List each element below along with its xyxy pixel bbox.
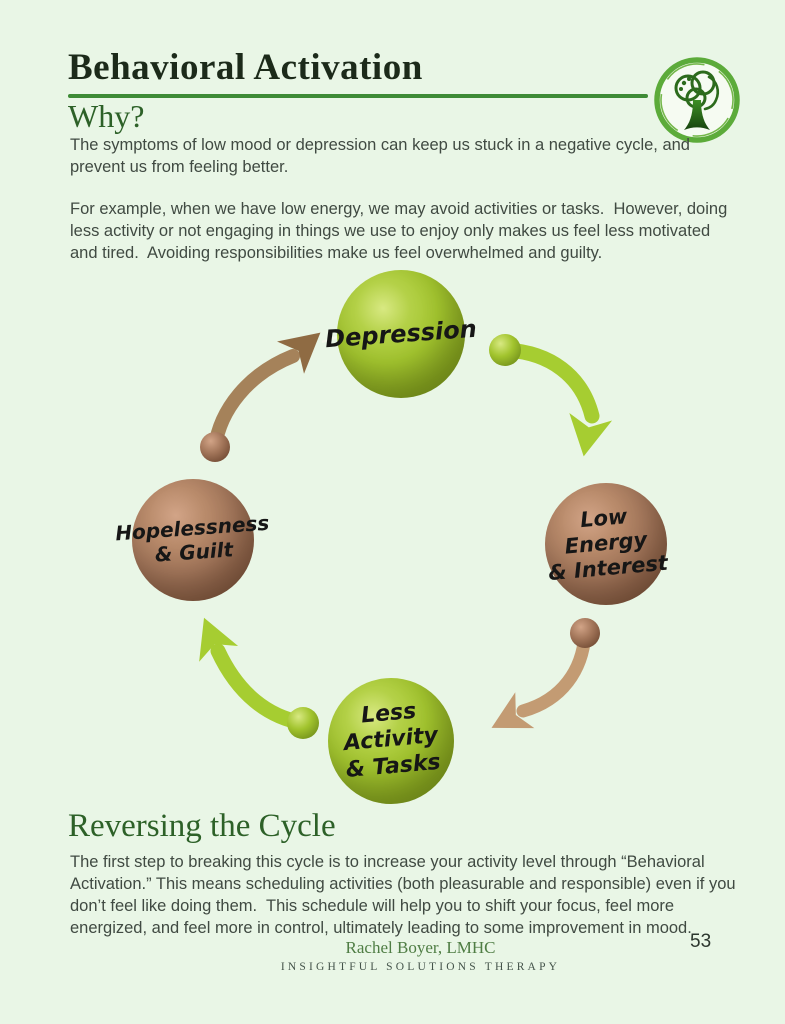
node-hopelessness-label: Hopelessness& Guilt — [114, 510, 270, 567]
insightful-solutions-logo — [651, 54, 743, 146]
reversing-heading: Reversing the Cycle — [68, 808, 336, 844]
depression-cycle-diagram: Depression Low Energy& Interest Less Act… — [0, 262, 785, 822]
node-low-energy-label: Low Energy& Interest — [547, 504, 669, 586]
arrow-depression-to-low-energy — [489, 334, 613, 457]
title-rule — [68, 94, 648, 98]
footer: Rachel Boyer, LMHC INSIGHTFUL SOLUTIONS … — [28, 938, 785, 973]
node-depression-label: Depression — [324, 314, 478, 353]
why-paragraph-2: For example, when we have low energy, we… — [70, 200, 732, 262]
node-low-energy-interest: Low Energy& Interest — [545, 483, 669, 605]
node-hopelessness-guilt: Hopelessness& Guilt — [114, 479, 270, 601]
node-less-activity-tasks: Less Activity& Tasks — [328, 678, 454, 804]
why-heading: Why? — [68, 98, 145, 134]
reversing-paragraph: The first step to breaking this cycle is… — [70, 853, 741, 937]
organization-name: INSIGHTFUL SOLUTIONS THERAPY — [280, 961, 561, 973]
node-less-activity-label: Less Activity& Tasks — [342, 699, 442, 784]
cycle-arrows — [199, 331, 613, 739]
arrow-hopelessness-to-depression — [200, 332, 321, 462]
arrow-less-activity-to-hopelessness — [199, 617, 319, 739]
arrow-low-energy-to-less-activity — [491, 618, 600, 729]
author-name: Rachel Boyer, LMHC — [345, 938, 496, 957]
node-depression: Depression — [324, 270, 478, 398]
page-number: 53 — [690, 931, 712, 952]
tree-profile-logo-icon — [654, 57, 740, 143]
page-title: Behavioral Activation — [68, 47, 423, 88]
why-paragraph-1: The symptoms of low mood or depression c… — [70, 136, 695, 176]
